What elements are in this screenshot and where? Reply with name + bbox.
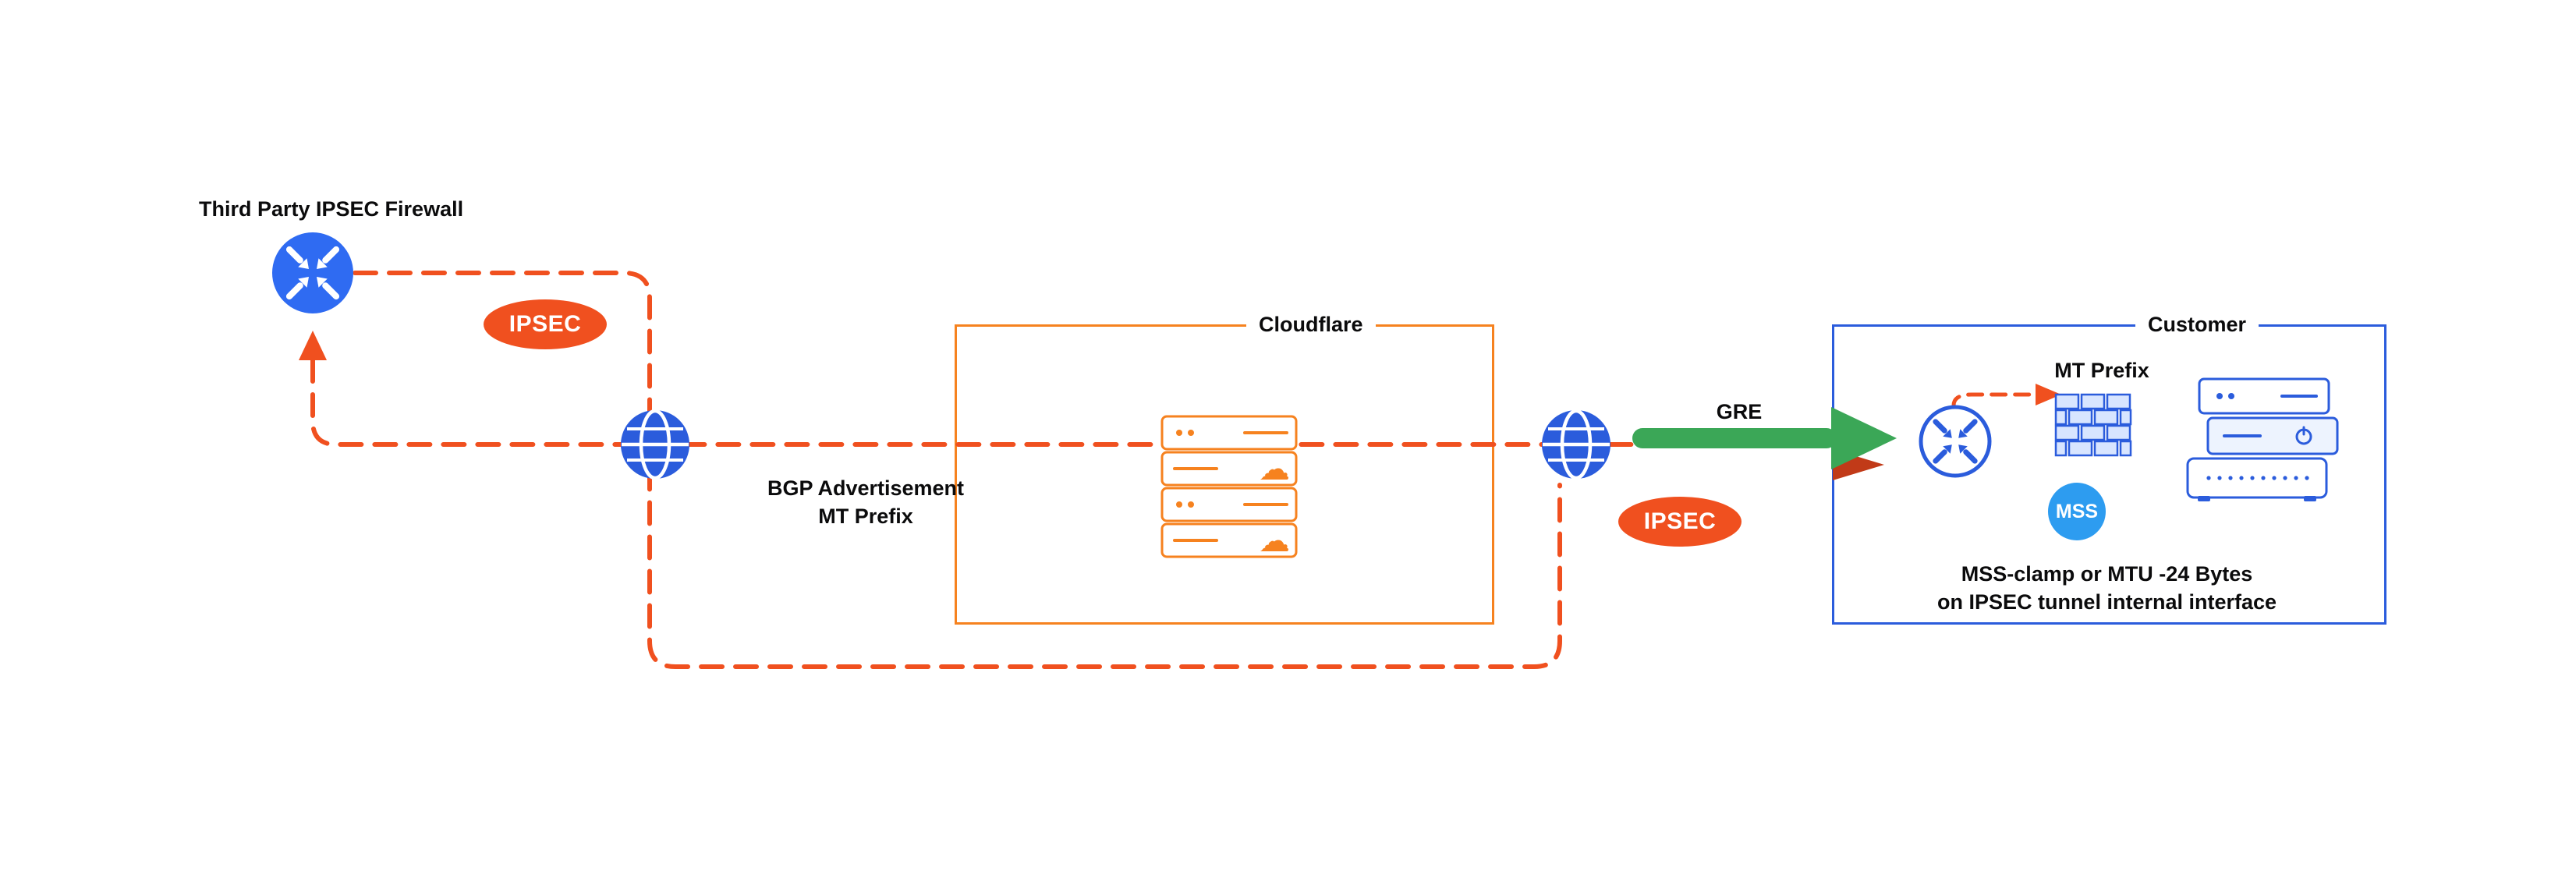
third-party-firewall-icon xyxy=(272,232,353,313)
cloudflare-box-label: Cloudflare xyxy=(1246,312,1376,337)
mss-badge: MSS xyxy=(2048,483,2106,540)
firewall-bricks-icon xyxy=(2054,393,2132,457)
gre-label: GRE xyxy=(1716,400,1763,423)
customer-router-icon xyxy=(1919,405,1992,478)
ipsec-tunnel-loop-path xyxy=(353,271,1562,669)
mss-clamp-note-line1: MSS-clamp or MTU -24 Bytes xyxy=(1961,562,2253,586)
mt-prefix-arrowhead xyxy=(2036,384,2061,405)
internet-globe-icon-left xyxy=(621,410,689,479)
main-traffic-path xyxy=(310,358,1874,447)
bgp-advertisement-label: BGP Advertisement xyxy=(767,476,965,500)
third-party-firewall-label: Third Party IPSEC Firewall xyxy=(199,197,464,221)
mt-prefix-label: MT Prefix xyxy=(2054,359,2149,382)
up-arrow-stem xyxy=(310,349,315,362)
gre-arrow-shaft xyxy=(1632,428,1837,448)
bgp-mt-prefix-label: MT Prefix xyxy=(818,505,913,528)
mss-clamp-note: MSS-clamp or MTU -24 Bytes on IPSEC tunn… xyxy=(1832,560,2382,616)
gre-arrowhead xyxy=(1831,407,1897,469)
mss-clamp-note-line2: on IPSEC tunnel internal interface xyxy=(1936,590,2277,614)
cloudflare-box xyxy=(955,324,1494,625)
up-arrowhead xyxy=(299,331,327,360)
internet-globe-icon-right xyxy=(1542,410,1610,479)
cloud-icon: ☁ xyxy=(1259,523,1290,559)
ipsec-badge-left: IPSEC xyxy=(484,299,607,349)
customer-box-label: Customer xyxy=(2135,312,2259,337)
cloud-icon: ☁ xyxy=(1259,451,1290,487)
customer-server-stack-icon xyxy=(2186,377,2339,501)
gre-arrow xyxy=(1632,407,1897,469)
mt-prefix-path xyxy=(1951,392,2038,411)
ipsec-badge-right: IPSEC xyxy=(1618,497,1742,547)
cloudflare-server-stack-icon: ☁ ☁ xyxy=(1160,415,1298,559)
